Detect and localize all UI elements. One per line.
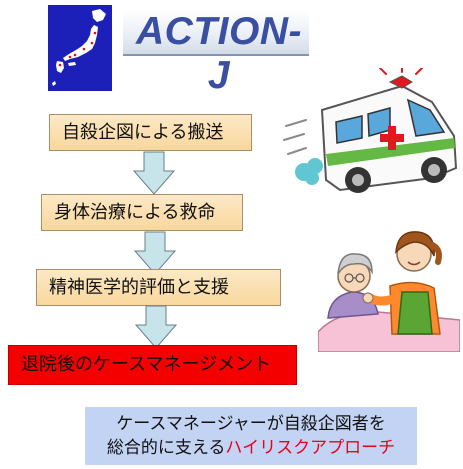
ambulance-icon [283, 68, 458, 193]
summary-caption: ケースマネージャーが自殺企図者を 総合的に支えるハイリスクアプローチ [85, 407, 417, 465]
flow-step-case-management: 退院後のケースマネージメント [8, 345, 297, 385]
flow-step-treatment: 身体治療による救命 [41, 194, 243, 231]
logo-text: ACTION-J [136, 10, 302, 97]
caregiver-with-elderly-patient-illustration [318, 231, 460, 352]
flow-step-psychiatric-support: 精神医学的評価と支援 [36, 269, 281, 306]
caption-line-2-prefix: 総合的に支える [106, 438, 226, 458]
down-arrow-icon [133, 151, 175, 195]
down-arrow-icon [134, 231, 176, 275]
down-arrow-icon [135, 305, 177, 349]
caption-line-2: 総合的に支えるハイリスクアプローチ [85, 436, 417, 460]
japan-map-icon [48, 5, 112, 91]
caption-line-1: ケースマネージャーが自殺企図者を [116, 414, 386, 434]
flow-step-transport: 自殺企図による搬送 [49, 114, 252, 151]
caption-highlight: ハイリスクアプローチ [225, 438, 396, 458]
logo-banner [123, 10, 309, 56]
